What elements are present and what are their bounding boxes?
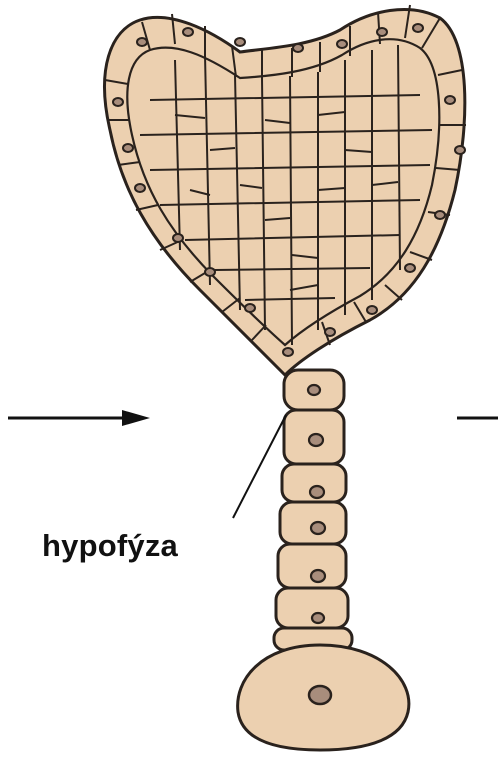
hypophysis-label: hypofýza [42,528,178,564]
hypophysis-pointer [233,415,286,518]
suspensor [274,370,352,650]
basal-cell [238,645,409,750]
embryo-proper [105,5,466,375]
left-arrow [8,410,150,426]
